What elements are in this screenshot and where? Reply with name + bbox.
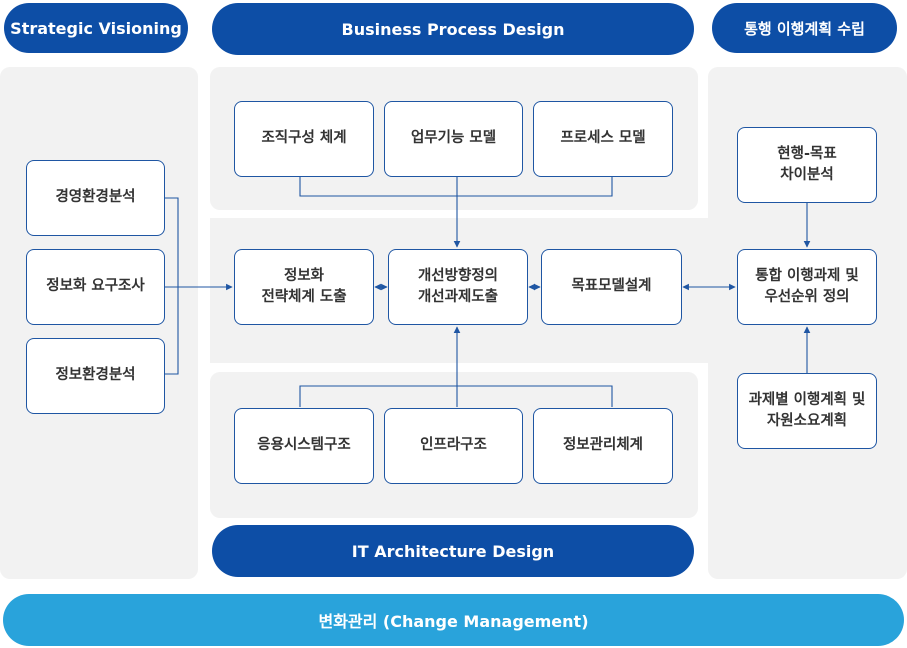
transition-plan-label: 통행 이행계획 수립 — [744, 19, 865, 38]
it-architecture-design-label: IT Architecture Design — [351, 541, 555, 561]
strategic-visioning-header: Strategic Visioning — [4, 3, 188, 53]
information-management-box: 정보관리체계 — [533, 408, 673, 484]
strategic-visioning-label: Strategic Visioning — [10, 18, 182, 38]
business-process-design-header: Business Process Design — [212, 3, 694, 55]
information-environment-analysis-box: 정보환경분석 — [26, 338, 165, 414]
transition-plan-header: 통행 이행계획 수립 — [712, 3, 897, 53]
information-requirements-survey-box: 정보화 요구조사 — [26, 249, 165, 325]
business-function-model-box: 업무기능 모델 — [384, 101, 523, 177]
business-process-design-label: Business Process Design — [341, 19, 565, 39]
application-architecture-box: 응용시스템구조 — [234, 408, 374, 484]
target-model-design-box: 목표모델설계 — [541, 249, 682, 325]
change-management-label: 변화관리 (Change Management) — [318, 612, 589, 631]
it-architecture-design-header: IT Architecture Design — [212, 525, 694, 577]
improvement-definition-box: 개선방향정의 개선과제도출 — [388, 249, 528, 325]
business-environment-analysis-box: 경영환경분석 — [26, 160, 165, 236]
task-plan-resource-box: 과제별 이행계획 및 자원소요계획 — [737, 373, 877, 449]
change-management-bar: 변화관리 (Change Management) — [3, 594, 904, 646]
infrastructure-architecture-box: 인프라구조 — [384, 408, 523, 484]
organization-structure-box: 조직구성 체계 — [234, 101, 374, 177]
process-model-box: 프로세스 모델 — [533, 101, 673, 177]
integrated-task-priority-box: 통합 이행과제 및 우선순위 정의 — [737, 249, 877, 325]
gap-analysis-box: 현행-목표 차이분석 — [737, 127, 877, 203]
strategy-derivation-box: 정보화 전략체계 도출 — [234, 249, 374, 325]
